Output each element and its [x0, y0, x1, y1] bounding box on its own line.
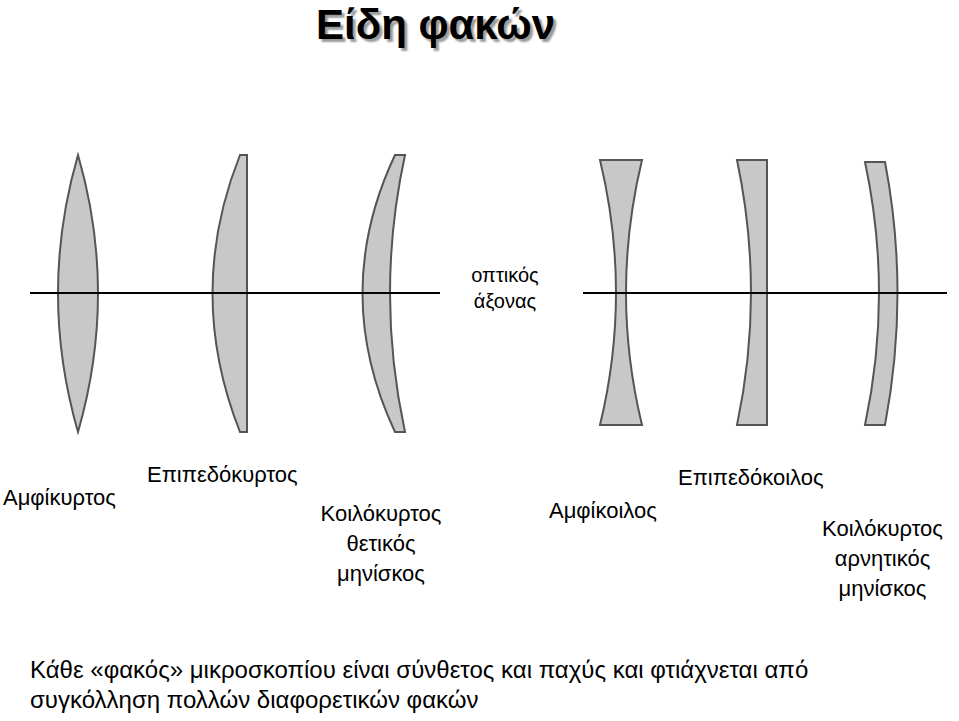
lens-name: Κοιλόκυρτος θετικός μηνίσκος: [306, 499, 456, 589]
lens-name: Επιπεδόκοιλος: [678, 463, 824, 493]
axis-label: οπτικός άξονας: [455, 262, 555, 314]
optical-axis: [30, 292, 440, 294]
optical-axis: [583, 292, 947, 294]
lens-name: Κοιλόκυρτος αρνητικός μηνίσκος: [810, 514, 955, 604]
lens-name: Αμφίκυρτος: [3, 483, 116, 513]
lens-name: Επιπεδόκυρτος: [147, 460, 298, 490]
caption-note: Κάθε «φακός» μικροσκοπίου είναι σύνθετος…: [30, 655, 910, 715]
page-title: Είδη φακών: [316, 0, 555, 50]
lens-name: Αμφίκοιλος: [549, 496, 657, 526]
